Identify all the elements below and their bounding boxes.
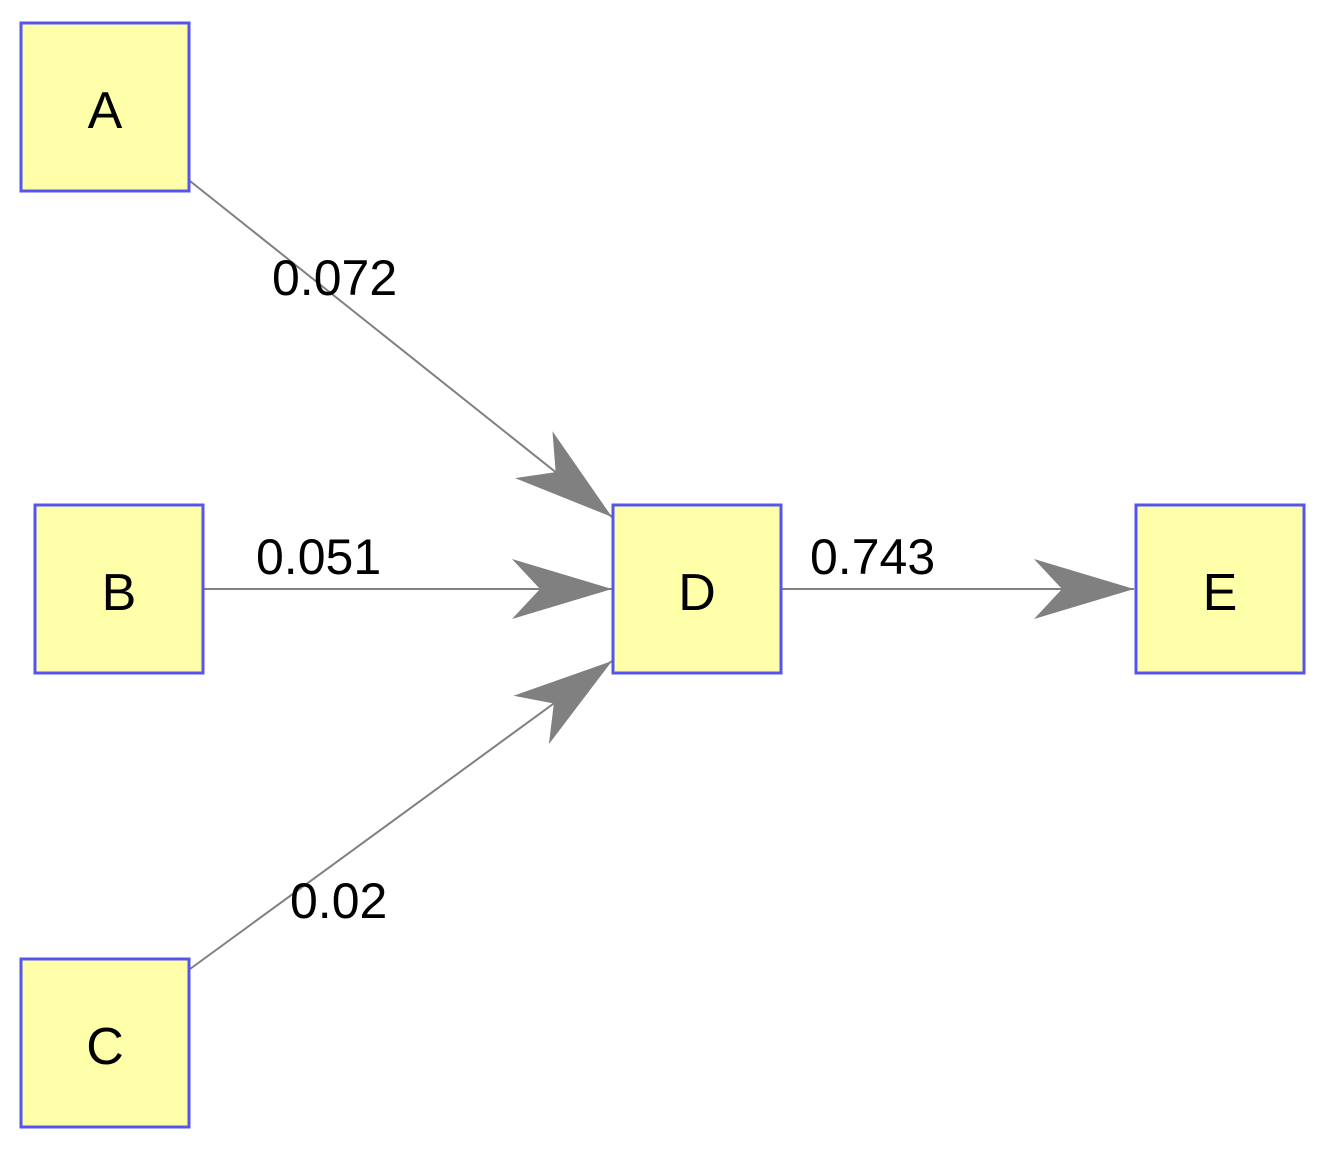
edge-c-d-arrowhead — [513, 661, 612, 745]
node-b-label: B — [102, 564, 137, 622]
edge-a-d-arrowhead — [515, 431, 612, 517]
node-b-box — [33, 503, 205, 675]
edge-c-d-label: 0.02 — [290, 873, 387, 929]
node-e-box — [1134, 503, 1306, 675]
node-c-label: C — [86, 1018, 124, 1076]
edges-layer — [189, 180, 1134, 970]
node-d-box — [611, 503, 783, 675]
edge-d-e-label: 0.743 — [810, 529, 935, 585]
edge-b-d-label: 0.051 — [256, 529, 381, 585]
node-b: B — [33, 503, 205, 675]
node-d: D — [611, 503, 783, 675]
edge-c-d-line — [189, 660, 613, 970]
edge-a-d-line — [189, 180, 613, 518]
node-a-label: A — [88, 82, 123, 140]
edge-b-d-arrowhead — [512, 559, 612, 619]
node-a-box — [19, 21, 191, 193]
edge-d-e-arrowhead — [1034, 559, 1134, 619]
node-e-label: E — [1203, 564, 1238, 622]
node-c-box — [19, 957, 191, 1129]
nodes-layer: A B C D E — [19, 21, 1306, 1129]
node-c: C — [19, 957, 191, 1129]
node-a: A — [19, 21, 191, 193]
node-e: E — [1134, 503, 1306, 675]
edge-labels-layer: 0.072 0.051 0.02 0.743 — [256, 250, 935, 929]
edge-a-d-label: 0.072 — [272, 250, 397, 306]
node-d-label: D — [678, 564, 716, 622]
